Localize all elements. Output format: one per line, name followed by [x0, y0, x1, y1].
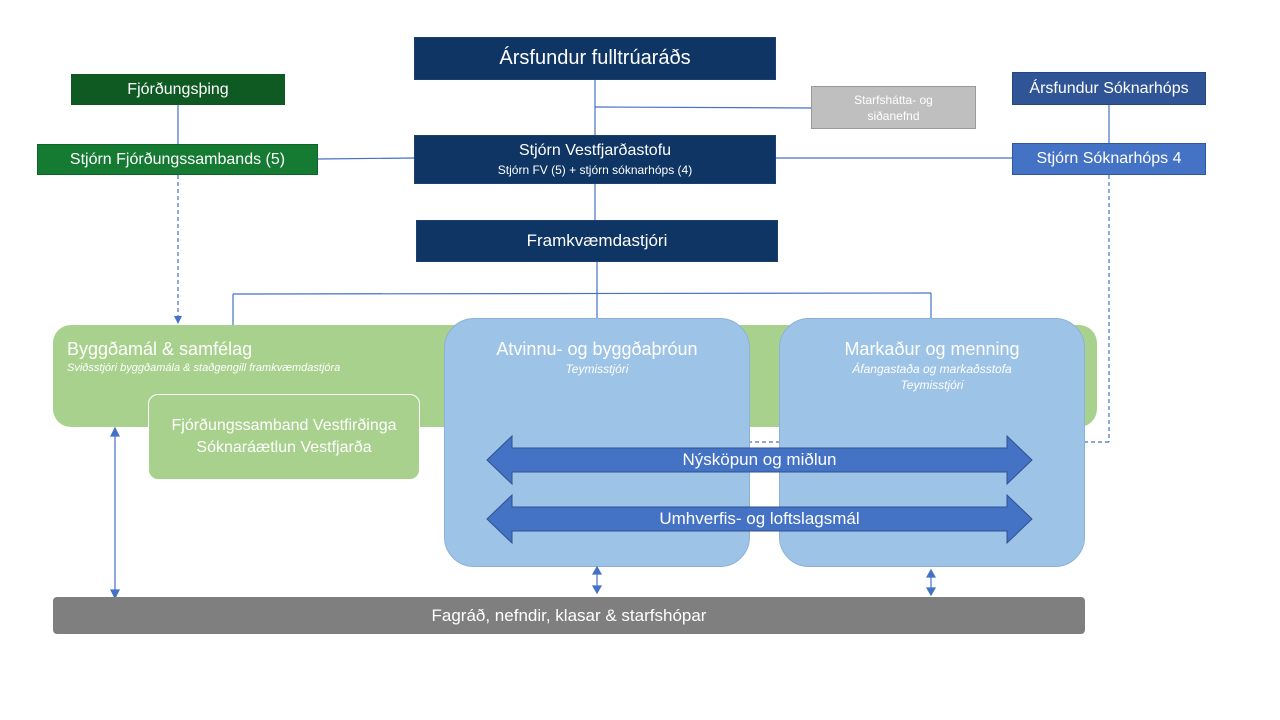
atvinnu-subtitle: Teymisstjóri	[565, 362, 629, 376]
stjorn-vestfjardastofu-sublabel: Stjórn FV (5) + stjórn sóknarhóps (4)	[497, 163, 693, 177]
stjorn-vestfjardastofu-box[interactable]: Stjórn Vestfjarðastofu Stjórn FV (5) + s…	[414, 135, 776, 184]
framkvaemdastjori-label: Framkvæmdastjóri	[526, 231, 668, 250]
fjordungsthing-label: Fjórðungsþing	[127, 80, 229, 98]
nyskopun-label: Nýsköpun og miðlun	[682, 450, 837, 469]
starfshatta-box[interactable]: Starfshátta- og siðanefnd	[811, 86, 976, 129]
arsfundur-soknarhops-box[interactable]: Ársfundur Sóknarhóps	[1012, 72, 1206, 105]
fjordungssamband-line1: Fjórðungssamband Vestfirðinga	[171, 417, 397, 434]
byggdamal-subtitle: Sviðsstjóri byggðamála & staðgengill fra…	[67, 362, 341, 374]
nyskopun-arrow	[486, 434, 1033, 486]
connector-horizontal	[232, 292, 932, 295]
arsfundur-box[interactable]: Ársfundur fulltrúaráðs	[414, 37, 776, 80]
stjorn-fjordungssambands-box[interactable]: Stjórn Fjórðungssambands (5)	[37, 144, 318, 175]
fjordungssamband-box[interactable]: Fjórðungssamband Vestfirðinga Sóknaráætl…	[148, 394, 420, 480]
markadur-subtitle1: Áfangastaða og markaðsstofa	[852, 362, 1012, 376]
fjordungsthing-box[interactable]: Fjórðungsþing	[71, 74, 285, 105]
fjordungssamband-line2: Sóknaráætlun Vestfjarða	[196, 439, 372, 456]
connector-left-stjorn	[317, 157, 415, 160]
dashed-arrowhead	[174, 316, 182, 324]
stjorn-fjordungssambands-label: Stjórn Fjórðungssambands (5)	[69, 150, 286, 168]
stjorn-soknarhops-box[interactable]: Stjórn Sóknarhóps 4	[1012, 143, 1206, 175]
arsfundur-label: Ársfundur fulltrúaráðs	[499, 47, 691, 69]
stjorn-soknarhops-label: Stjórn Sóknarhóps 4	[1036, 150, 1182, 167]
byggdamal-title: Byggðamál & samfélag	[67, 339, 253, 359]
framkvaemdastjori-box[interactable]: Framkvæmdastjóri	[416, 220, 778, 262]
starfshatta-label: Starfshátta- og siðanefnd	[854, 92, 933, 123]
arsfundur-soknarhops-label: Ársfundur Sóknarhóps	[1029, 79, 1189, 97]
markadur-title: Markaður og menning	[844, 339, 1020, 359]
stjorn-vestfjardastofu-label: Stjórn Vestfjarðastofu	[518, 142, 672, 159]
markadur-subtitle2: Teymisstjóri	[900, 378, 964, 392]
connector-starfshatta	[594, 106, 812, 109]
atvinnu-title: Atvinnu- og byggðaþróun	[496, 339, 698, 359]
fagrad-label: Fagráð, nefndir, klasar & starfshópar	[431, 605, 707, 625]
fagrad-bar[interactable]: Fagráð, nefndir, klasar & starfshópar	[53, 597, 1085, 634]
umhverfis-label: Umhverfis- og loftslagsmál	[659, 509, 860, 528]
umhverfis-arrow	[486, 493, 1033, 545]
